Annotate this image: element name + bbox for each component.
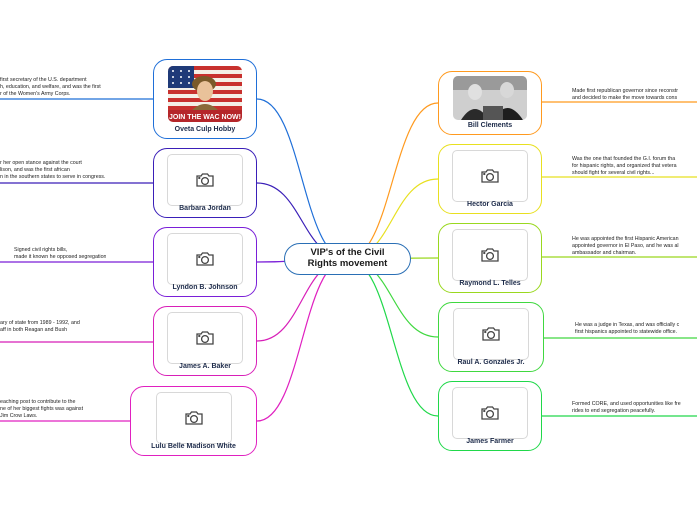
bill-clements-photo xyxy=(453,76,527,120)
topic-image xyxy=(452,150,528,202)
topic-label: Bill Clements xyxy=(467,122,513,129)
camera-icon xyxy=(481,169,499,183)
note-james-farmer[interactable]: Formed CORE, and used opportunities like… xyxy=(572,401,681,414)
topic-james-a-baker[interactable]: James A. Baker xyxy=(153,306,257,376)
topic-label: Raul A. Gonzales Jr. xyxy=(457,359,525,366)
topic-label: Raymond L. Telles xyxy=(459,280,521,287)
note-bill-clements[interactable]: Made first republican governor since rec… xyxy=(572,88,678,101)
note-lulu-belle-madison-white[interactable]: eaching post to contribute to the ne of … xyxy=(0,399,84,419)
topic-raul-a-gonzales-jr[interactable]: Raul A. Gonzales Jr. xyxy=(438,302,544,372)
topic-lyndon-b-johnson[interactable]: Lyndon B. Johnson xyxy=(153,227,257,297)
topic-image: JOIN THE WAC NOW! xyxy=(168,66,242,122)
topic-image xyxy=(453,76,527,120)
camera-icon xyxy=(184,411,203,425)
note-oveta-culp-hobby[interactable]: first secretary of the U.S. department h… xyxy=(0,77,101,97)
topic-image xyxy=(452,387,528,439)
camera-icon xyxy=(481,248,499,262)
topic-james-farmer[interactable]: James Farmer xyxy=(438,381,542,451)
topic-label: Oveta Culp Hobby xyxy=(174,126,236,133)
poster-lettering: JOIN THE WAC NOW! xyxy=(169,114,241,121)
topic-label: James Farmer xyxy=(466,438,514,445)
central-topic[interactable]: VIP's of the Civil Rights movement xyxy=(284,243,411,275)
note-barbara-jordan[interactable]: r her open stance against the court liso… xyxy=(0,160,106,180)
topic-image xyxy=(453,308,529,360)
topic-label: Lyndon B. Johnson xyxy=(172,284,238,291)
topic-bill-clements[interactable]: Bill Clements xyxy=(438,71,542,135)
topic-image xyxy=(167,154,243,206)
note-hector-garcia[interactable]: Was the one that founded the G.I. forum … xyxy=(572,156,677,176)
topic-label: Hector Garcia xyxy=(467,201,513,208)
topic-hector-garcia[interactable]: Hector Garcia xyxy=(438,144,542,214)
note-raymond-l-telles[interactable]: He was appointed the first Hispanic Amer… xyxy=(572,236,679,256)
note-lyndon-b-johnson[interactable]: Signed civil rights bills, made it known… xyxy=(14,247,107,260)
topic-image xyxy=(155,392,232,444)
topic-image xyxy=(167,312,243,364)
topic-label: Barbara Jordan xyxy=(179,205,231,212)
connector-oveta-culp-hobby xyxy=(256,98,348,260)
topic-oveta-culp-hobby[interactable]: JOIN THE WAC NOW! Oveta Culp Hobby xyxy=(153,59,257,139)
connector-james-farmer xyxy=(346,258,439,417)
topic-label: James A. Baker xyxy=(179,363,231,370)
topic-label: Lulu Belle Madison White xyxy=(151,443,236,450)
camera-icon xyxy=(482,327,500,341)
topic-raymond-l-telles[interactable]: Raymond L. Telles xyxy=(438,223,542,293)
connector-bill-clements xyxy=(346,102,439,260)
note-raul-a-gonzales-jr[interactable]: He was a judge in Texas, and was officia… xyxy=(575,322,680,335)
note-james-a-baker[interactable]: ary of state from 1989 - 1992, and aff i… xyxy=(0,320,80,333)
connector-lulu-belle-madison-white xyxy=(256,258,348,422)
topic-barbara-jordan[interactable]: Barbara Jordan xyxy=(153,148,257,218)
topic-lulu-belle-madison-white[interactable]: Lulu Belle Madison White xyxy=(130,386,257,456)
camera-icon xyxy=(196,331,214,345)
topic-image xyxy=(167,233,243,285)
wac-poster-photo: JOIN THE WAC NOW! xyxy=(168,66,242,122)
camera-icon xyxy=(196,252,214,266)
camera-icon xyxy=(196,173,214,187)
camera-icon xyxy=(481,406,499,420)
topic-image xyxy=(452,229,528,281)
